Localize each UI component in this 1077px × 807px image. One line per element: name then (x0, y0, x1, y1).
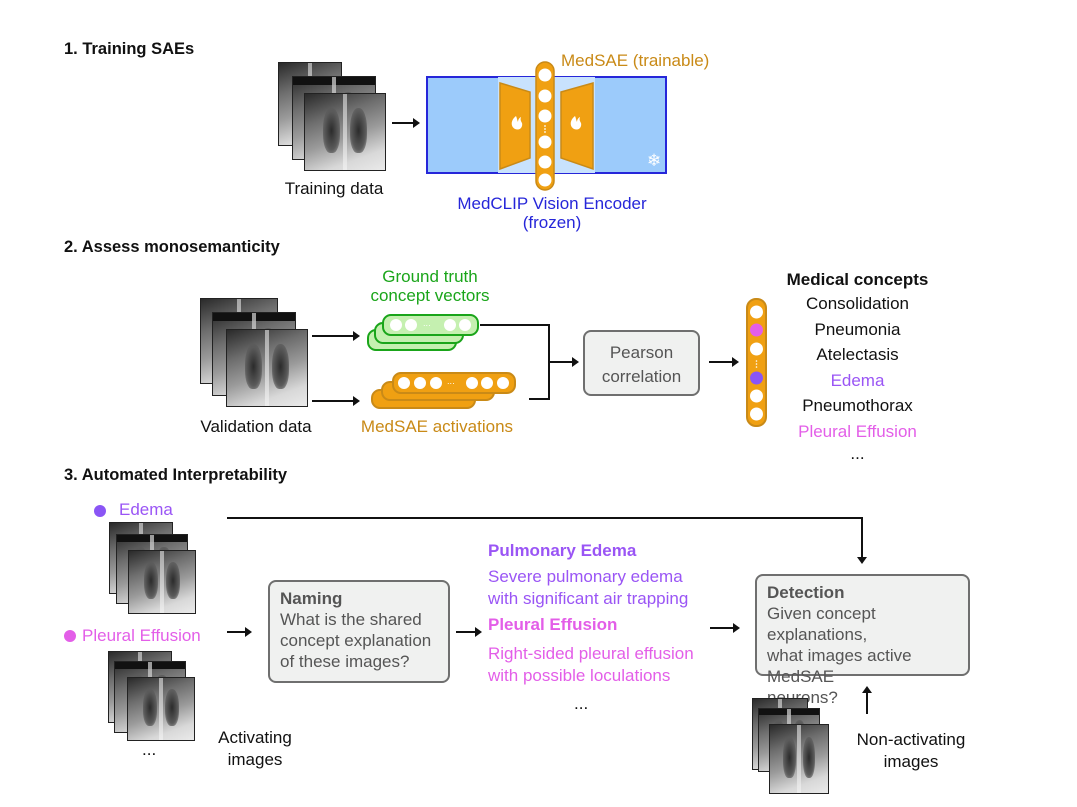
neuron-pleural-effusion (750, 323, 763, 337)
non-activating-image-stack (752, 698, 842, 798)
pearson-label: Pearson correlation (585, 341, 698, 389)
nonact-line2: images (883, 752, 939, 771)
neuron (750, 407, 763, 421)
medsae-activation-vectors: ... (371, 372, 516, 409)
naming-content: Naming What is the shared concept explan… (270, 582, 448, 678)
detection-content: Detection Given concept explanations, wh… (757, 576, 968, 714)
naming-line1: What is the shared (280, 610, 422, 629)
arrow-right (456, 627, 482, 637)
concept-edema-label: Edema (119, 500, 173, 519)
snowflake-icon: ❄ (647, 151, 661, 171)
medical-concept-item: Pneumonia (814, 319, 901, 339)
arrow-down-icon (857, 557, 867, 564)
section-title-monosemanticity: 2. Assess monosemanticity (64, 238, 280, 256)
xray-image (769, 724, 829, 794)
neuron-edema (750, 371, 763, 385)
neuron-vector (746, 298, 767, 427)
explanation-edema-line2: with significant air trapping (488, 589, 689, 608)
concept-pleural-effusion-label: Pleural Effusion (82, 626, 201, 645)
ground-truth-label: Ground truth concept vectors (350, 267, 510, 305)
gt-label-line2: concept vectors (370, 286, 490, 305)
detection-title: Detection (767, 583, 845, 602)
pearson-correlation-box: Pearson correlation (583, 330, 700, 396)
arrow-right (710, 623, 740, 633)
detection-line1: Given concept explanations, (767, 604, 876, 644)
detection-box: Detection Given concept explanations, wh… (755, 574, 970, 707)
images-more: ... (142, 740, 157, 759)
encoder-label: MedCLIP Vision Encoder (frozen) (430, 194, 674, 232)
activating-line1: Activating (218, 728, 292, 747)
pleural-effusion-dot-icon (64, 630, 76, 642)
arrow-up-icon (862, 686, 872, 693)
explanation-edema-line1: Severe pulmonary edema (488, 567, 683, 586)
xray-image (304, 93, 386, 171)
validation-image-stack (200, 298, 308, 408)
concepts-more: ... (850, 444, 865, 463)
svg-text:...: ... (447, 377, 455, 386)
pearson-line1: Pearson (609, 343, 674, 362)
naming-title: Naming (280, 589, 343, 608)
medical-concept-item: Pleural Effusion (798, 421, 917, 441)
neuron (750, 305, 763, 319)
connector-line (861, 517, 863, 559)
latent-neurons (538, 68, 552, 187)
svg-text:...: ... (423, 319, 431, 328)
explanation-pleural-line1: Right-sided pleural effusion (488, 644, 694, 663)
activating-images-label: Activating images (206, 727, 304, 771)
validation-data-label: Validation data (200, 417, 312, 436)
encoder-label-line2: (frozen) (522, 213, 582, 232)
edema-image-stack (109, 522, 197, 614)
naming-line2: concept explanation (280, 631, 432, 650)
medsae-activations-label: MedSAE activations (360, 417, 514, 436)
arrow-right (312, 396, 360, 406)
edema-dot-icon (94, 505, 106, 517)
activating-line2: images (227, 750, 283, 769)
naming-line3: of these images? (280, 652, 410, 671)
explanation-edema-title: Pulmonary Edema (488, 541, 637, 560)
arrow-right (312, 331, 360, 341)
medsae-trainable-label: MedSAE (trainable) (561, 51, 710, 70)
section-title-training: 1. Training SAEs (64, 40, 195, 58)
training-data-label: Training data (284, 179, 384, 198)
arrow-right (392, 118, 420, 128)
neuron (750, 389, 763, 403)
medical-concepts-title: Medical concepts (786, 270, 929, 289)
medical-concept-item: Consolidation (805, 294, 909, 313)
non-activating-images-label: Non-activating images (846, 729, 976, 773)
xray-image (127, 677, 195, 741)
connector-line (548, 324, 550, 400)
xray-image (128, 550, 196, 614)
xray-image (226, 329, 308, 407)
flame-icon (570, 116, 582, 130)
pleural-image-stack (108, 651, 196, 741)
encoder-label-line1: MedCLIP Vision Encoder (457, 194, 647, 213)
arrow-right (709, 357, 739, 367)
vectors-diagram: ... ... (367, 314, 516, 409)
pearson-line2: correlation (601, 367, 682, 386)
ground-truth-concept-vectors: ... (367, 314, 479, 351)
connector-line (227, 517, 863, 519)
explanations-more: ... (574, 694, 589, 713)
detection-line2: what images active MedSAE (767, 646, 912, 686)
medical-concept-item: Pneumothorax (802, 396, 913, 415)
nonact-line1: Non-activating (856, 730, 966, 749)
concept-explanations: Pulmonary Edema Severe pulmonary edema w… (488, 540, 738, 715)
arrow-right (550, 357, 579, 367)
medclip-encoder-diagram: ❄ (426, 61, 667, 191)
medical-concept-item: Atelectasis (816, 345, 899, 364)
arrow-right (227, 627, 252, 637)
explanation-pleural-line2: with possible loculations (488, 666, 671, 685)
naming-box: Naming What is the shared concept explan… (268, 580, 450, 683)
medical-concept-item: Edema (830, 370, 885, 390)
flame-icon (511, 116, 523, 130)
gt-label-line1: Ground truth (382, 267, 478, 286)
connector-line (866, 692, 868, 714)
explanation-pleural-title: Pleural Effusion (488, 615, 618, 634)
neuron (750, 342, 763, 356)
connector-line (529, 398, 550, 400)
section-title-interpretability: 3. Automated Interpretability (64, 466, 288, 484)
training-image-stack (278, 62, 386, 172)
connector-line (480, 324, 550, 326)
